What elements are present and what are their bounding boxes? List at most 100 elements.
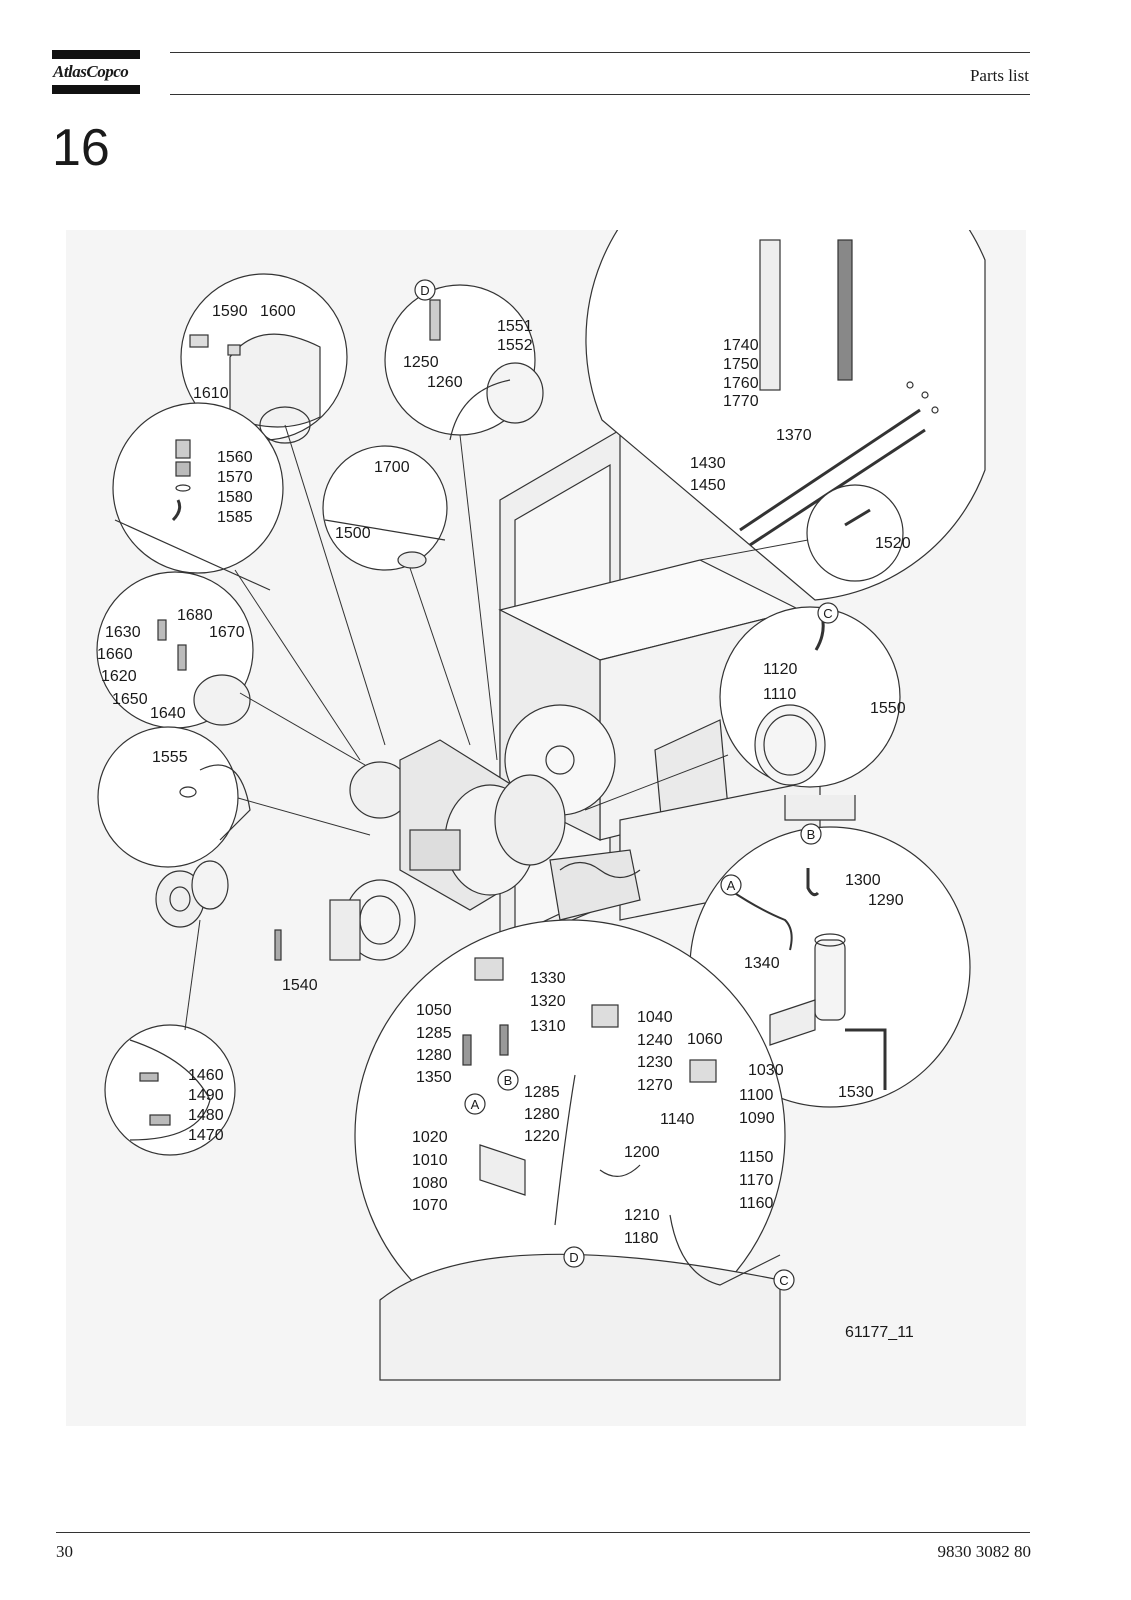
part-label: 1080	[412, 1175, 448, 1192]
part-label: 1260	[427, 374, 463, 391]
part-label: 1585	[217, 509, 253, 526]
part-label: 1170	[739, 1172, 774, 1189]
connector-marker-b-top	[800, 823, 822, 845]
parts-diagram: 1590 1600 1610 1551 1552 1250 1260 1740 …	[66, 131, 1026, 1426]
part-label: 1770	[723, 393, 759, 410]
part-label: 1090	[739, 1110, 775, 1127]
part-label: 1330	[530, 970, 566, 987]
part-label: 1270	[637, 1077, 673, 1094]
part-label: 1700	[374, 459, 410, 476]
connector-marker-a-bottom	[464, 1093, 486, 1115]
header-rule-top	[170, 52, 1030, 53]
part-label: 1020	[412, 1129, 448, 1146]
header-title: Parts list	[969, 66, 1029, 85]
part-label: 1580	[217, 489, 253, 506]
part-label: 1285	[524, 1084, 560, 1101]
leader-arrows	[184, 424, 809, 1031]
part-label: 1551	[497, 318, 533, 335]
part-label: 1670	[209, 624, 245, 641]
part-label: 1140	[660, 1111, 695, 1128]
part-label: 1070	[412, 1197, 448, 1214]
part-label: 1620	[101, 668, 137, 685]
part-label: 1050	[416, 1002, 452, 1019]
part-label: 1540	[282, 977, 318, 994]
part-label: 1340	[744, 955, 780, 972]
parts-diagram-drawing: 1590 1600 1610 1551 1552 1250 1260 1740 …	[96, 131, 986, 1381]
part-label: 1470	[188, 1127, 224, 1144]
part-label: 1350	[416, 1069, 452, 1086]
part-label: 1555	[152, 749, 188, 766]
part-label: 1560	[217, 449, 253, 466]
connector-letter: A	[471, 1097, 480, 1112]
detail-circle-1555	[97, 726, 251, 868]
compressor-assembly	[329, 739, 641, 961]
detail-circle-1120	[719, 606, 901, 821]
part-label: 1552	[497, 337, 533, 354]
connector-letters: D C B A A B C D	[420, 283, 832, 1288]
part-label: 1460	[188, 1067, 224, 1084]
part-label: 1010	[412, 1152, 448, 1169]
part-label: 1110	[763, 686, 796, 703]
connector-markers	[414, 279, 839, 1291]
part-label: 1450	[690, 477, 726, 494]
detail-circle-1520	[806, 484, 904, 582]
part-label: 1250	[403, 354, 439, 371]
detail-circle-1740	[585, 131, 986, 601]
connector-marker-d-bottom	[563, 1246, 585, 1268]
part-label: 1430	[690, 455, 726, 472]
connector-letter: B	[807, 827, 816, 842]
connector-marker-a-top	[720, 874, 742, 896]
connector-marker-c-bottom	[773, 1269, 795, 1291]
part-label: 1180	[624, 1230, 659, 1247]
logo-bar-top	[52, 50, 140, 59]
part-label: 1550	[870, 700, 906, 717]
part-label: 1280	[524, 1106, 560, 1123]
connector-marker-b-bottom	[497, 1069, 519, 1091]
part-label: 1630	[105, 624, 141, 641]
logo-wordmark: AtlasCopco	[53, 62, 129, 81]
part-label: 1230	[637, 1054, 673, 1071]
part-label: 1150	[739, 1149, 774, 1166]
part-label: 1600	[260, 303, 296, 320]
detail-circle-1590	[180, 273, 348, 444]
sensor-1540	[274, 929, 282, 961]
connector-marker-c-top	[817, 602, 839, 624]
flange-part	[155, 860, 229, 928]
part-label: 1590	[212, 303, 248, 320]
part-label: 1480	[188, 1107, 224, 1124]
part-label: 1285	[416, 1025, 452, 1042]
part-label: 1660	[97, 646, 133, 663]
part-label: 1100	[739, 1087, 774, 1104]
connector-letter: C	[779, 1273, 788, 1288]
connector-letter: A	[727, 878, 736, 893]
detail-circle-main	[354, 919, 786, 1381]
detail-circle-1551	[384, 284, 544, 441]
part-label: 1200	[624, 1144, 660, 1161]
part-label: 1320	[530, 993, 566, 1010]
part-labels: 1590 1600 1610 1551 1552 1250 1260 1740 …	[97, 303, 911, 1247]
drawing-number: 61177_11	[845, 1324, 914, 1341]
part-label: 1650	[112, 691, 148, 708]
detail-circle-1560	[112, 402, 284, 591]
atlas-copco-logo: AtlasCopco	[52, 50, 140, 94]
part-label: 1750	[723, 356, 759, 373]
part-label: 1760	[723, 375, 759, 392]
part-label: 1570	[217, 469, 253, 486]
part-label: 1520	[875, 535, 911, 552]
part-label: 1120	[763, 661, 798, 678]
part-label: 1060	[687, 1031, 723, 1048]
part-label: 1290	[868, 892, 904, 909]
footer-rule	[56, 1532, 1030, 1533]
logo-bar-bottom	[52, 85, 140, 94]
connector-marker-d-top	[414, 279, 436, 301]
detail-circle-1460	[104, 1024, 236, 1156]
part-label: 1160	[739, 1195, 774, 1212]
page-number: 30	[56, 1542, 73, 1561]
part-label: 1310	[530, 1018, 566, 1035]
part-label: 1370	[776, 427, 812, 444]
section-number: 16	[52, 119, 110, 177]
detail-circle-1630	[96, 571, 254, 729]
part-label: 1610	[193, 385, 229, 402]
part-label: 1240	[637, 1032, 673, 1049]
part-label: 1640	[150, 705, 186, 722]
